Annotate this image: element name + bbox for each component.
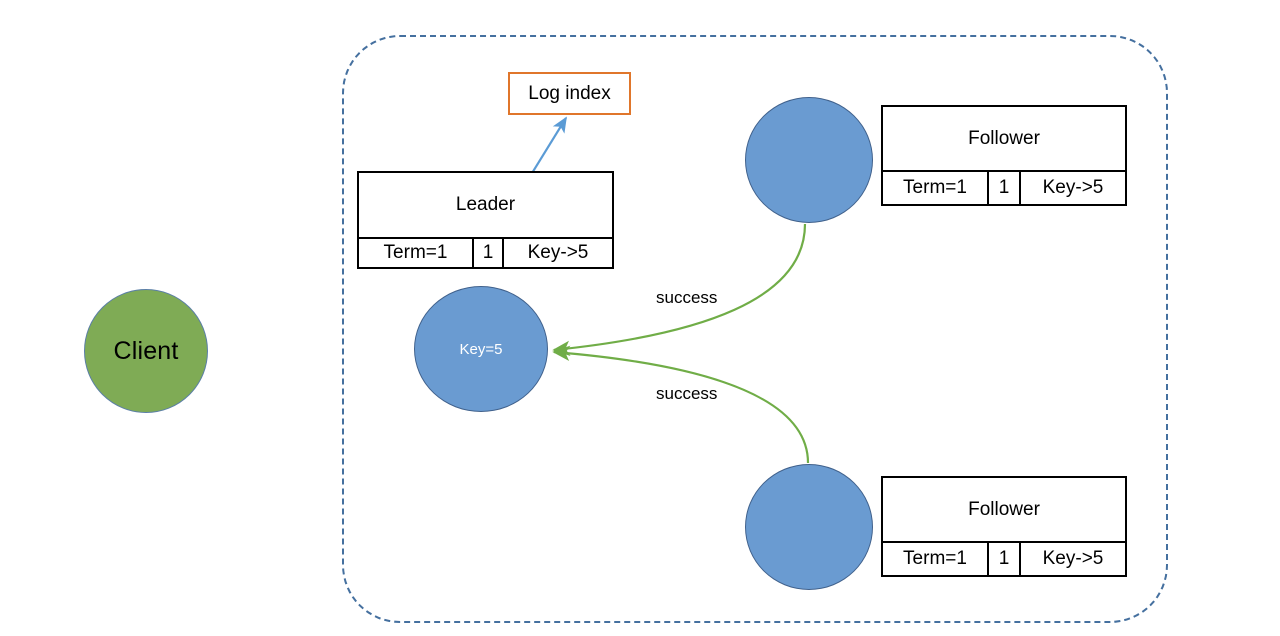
follower-node-bottom[interactable] — [745, 464, 873, 590]
edge-label-success-bottom: success — [656, 384, 718, 403]
leader-log-table-title: Leader — [359, 173, 612, 239]
follower-top-log-table-row: Term=1 1 Key->5 — [883, 172, 1125, 204]
client-node[interactable]: Client — [84, 289, 208, 413]
leader-log-cell-entry: Key->5 — [502, 239, 612, 267]
log-index-callout: Log index — [508, 72, 631, 115]
follower-top-log-cell-entry: Key->5 — [1019, 172, 1125, 204]
follower-top-log-cell-index: 1 — [987, 172, 1019, 204]
follower-node-top[interactable] — [745, 97, 873, 223]
leader-node-label: Key=5 — [459, 340, 503, 358]
follower-bottom-log-table-title: Follower — [883, 478, 1125, 543]
edge-label-success-top: success — [656, 288, 718, 307]
follower-bottom-log-cell-entry: Key->5 — [1019, 543, 1125, 575]
leader-log-cell-term: Term=1 — [383, 242, 448, 263]
follower-bottom-log-table-row: Term=1 1 Key->5 — [883, 543, 1125, 575]
raft-cluster-boundary — [342, 35, 1168, 623]
leader-log-cell-index: 1 — [472, 239, 502, 267]
follower-top-log-table-title: Follower — [883, 107, 1125, 172]
follower-bottom-log-cell-term: Term=1 — [903, 548, 967, 569]
follower-top-log-cell-term: Term=1 — [903, 177, 967, 198]
client-node-label: Client — [113, 336, 179, 365]
log-index-callout-label: Log index — [528, 82, 611, 104]
follower-top-log-table: Follower Term=1 1 Key->5 — [881, 105, 1127, 206]
leader-node[interactable]: Key=5 — [414, 286, 548, 412]
follower-bottom-log-table: Follower Term=1 1 Key->5 — [881, 476, 1127, 577]
follower-bottom-log-cell-index: 1 — [987, 543, 1019, 575]
leader-log-table-row: Term=1 1 Key->5 — [359, 239, 612, 267]
leader-log-table: Leader Term=1 1 Key->5 — [357, 171, 614, 269]
